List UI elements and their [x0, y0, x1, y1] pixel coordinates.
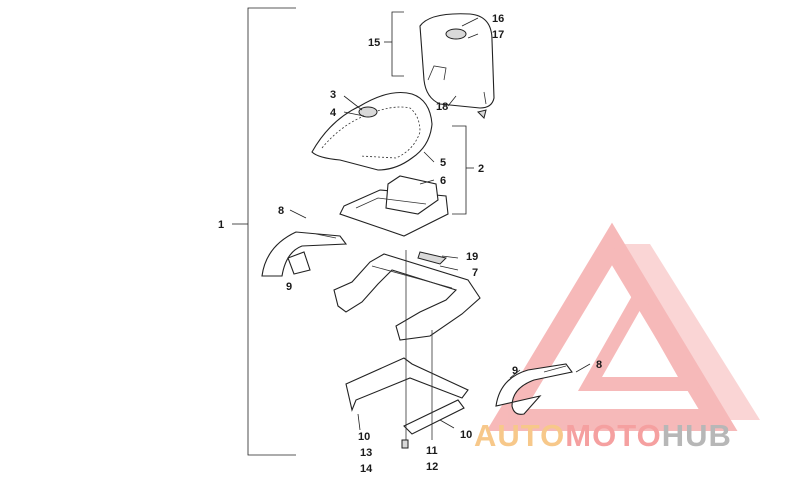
callout-8-right: 8	[596, 359, 602, 371]
callout-17: 17	[492, 29, 504, 41]
callout-14: 14	[360, 463, 373, 475]
bracket-1	[247, 7, 296, 456]
leader-lines	[289, 17, 591, 431]
watermark-moto: MOTO	[565, 418, 661, 453]
callout-15: 15	[368, 37, 380, 49]
callout-3: 3	[330, 89, 336, 101]
callout-7: 7	[472, 267, 478, 279]
callout-16: 16	[492, 13, 504, 25]
watermark-auto: AUTO	[474, 418, 565, 453]
watermark-hub: HUB	[662, 418, 732, 453]
callout-18: 18	[436, 101, 448, 113]
callout-9-left: 9	[286, 281, 292, 293]
callout-12: 12	[426, 461, 438, 473]
watermark-wordmark: AUTOMOTOHUB	[474, 418, 732, 453]
callout-6: 6	[440, 175, 446, 187]
callout-11: 11	[426, 445, 438, 457]
backrest	[419, 13, 495, 119]
callout-8-left: 8	[278, 205, 284, 217]
seat-cushion	[311, 91, 433, 171]
callout-2: 2	[478, 163, 484, 175]
hinge-bracket	[345, 250, 469, 449]
callout-9-right: 9	[512, 365, 518, 377]
seat-frame	[333, 251, 481, 341]
callout-5: 5	[440, 157, 446, 169]
watermark-logo	[486, 222, 760, 431]
callout-labels: 1 2 3 4 5 6 7 8 8 9 9 10 10 11 12 13 14 …	[218, 13, 602, 475]
callout-13: 13	[360, 447, 372, 459]
callout-1: 1	[218, 219, 224, 231]
callout-19: 19	[466, 251, 478, 263]
svg-text:AUTOMOTOHUB: AUTOMOTOHUB	[474, 418, 732, 453]
callout-4: 4	[330, 107, 337, 119]
callout-10-right: 10	[460, 429, 472, 441]
callout-10-left: 10	[358, 431, 370, 443]
grab-handle-right	[495, 363, 573, 415]
grab-handle-left	[261, 231, 348, 277]
seat-base	[339, 175, 449, 237]
bracket-15	[391, 11, 404, 77]
bracket-2	[452, 125, 467, 215]
